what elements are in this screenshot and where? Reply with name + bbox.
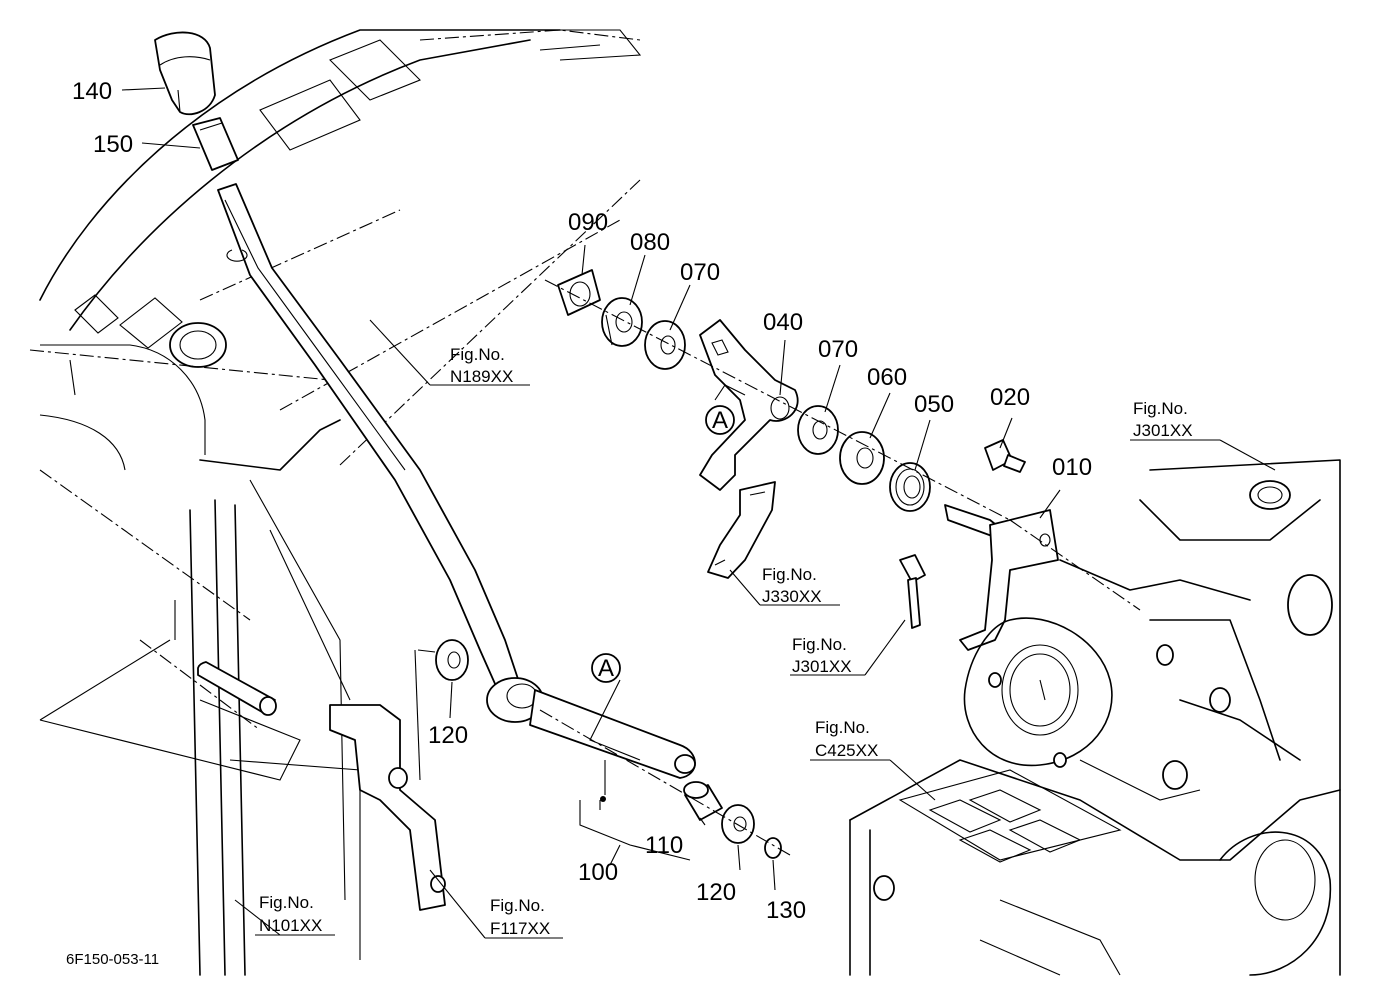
part-120-washer-upper (435, 639, 469, 681)
transmission-housing (963, 459, 1341, 976)
leader-lines (121, 87, 1276, 939)
part-110-bushing (683, 781, 723, 821)
fig-ref-j301-b: J301XX (792, 657, 852, 676)
exploded-axis-line (544, 279, 1011, 521)
part-010-plate (944, 504, 1059, 651)
label-140: 140 (72, 78, 112, 105)
label-090: 090 (568, 209, 608, 236)
callout-a-upper-text: A (712, 407, 728, 434)
boot-150 (192, 117, 239, 171)
fig-ref-j301-a-prefix: Fig.No. (1133, 399, 1188, 418)
label-100: 100 (578, 859, 618, 886)
part-090-nut (557, 269, 601, 316)
fig-ref-j301-b-prefix: Fig.No. (792, 635, 847, 654)
j330-link (707, 481, 776, 579)
diagram-id: 6F150-053-11 (66, 951, 159, 968)
label-120-lower: 120 (696, 879, 736, 906)
label-080: 080 (630, 229, 670, 256)
part-060-spacer (839, 431, 885, 485)
fig-ref-n189-prefix: Fig.No. (450, 345, 505, 364)
callout-a-lower-text: A (598, 655, 614, 682)
fig-ref-f117: F117XX (490, 919, 550, 938)
lower-case-c425 (849, 759, 1341, 976)
fig-ref-c425: C425XX (815, 741, 878, 760)
j301-bolt (899, 554, 926, 629)
lever-axis-line (539, 709, 791, 856)
fig-ref-j330-prefix: Fig.No. (762, 565, 817, 584)
label-070-a: 070 (680, 259, 720, 286)
label-150: 150 (93, 131, 133, 158)
fig-ref-n101: N101XX (259, 916, 322, 935)
callout-a-upper (705, 405, 735, 435)
assembly-100-dot (600, 796, 606, 802)
label-040: 040 (763, 309, 803, 336)
part-020-bolt (984, 439, 1026, 473)
fig-ref-j301-a: J301XX (1133, 421, 1193, 440)
fig-ref-f117-prefix: Fig.No. (490, 896, 545, 915)
label-050: 050 (914, 391, 954, 418)
label-060: 060 (867, 364, 907, 391)
label-110: 110 (645, 832, 683, 859)
part-080-collar (601, 297, 643, 347)
knob-140 (154, 31, 216, 116)
callout-a-lower (591, 653, 621, 683)
fig-ref-j330: J330XX (762, 587, 822, 606)
part-070-washer-a (644, 320, 686, 370)
shift-lever (217, 183, 696, 779)
exploded-axis-line-2 (1009, 519, 1141, 611)
part-120-washer-lower (721, 804, 755, 844)
fig-ref-n189: N189XX (450, 367, 513, 386)
label-070-b: 070 (818, 336, 858, 363)
label-120-upper: 120 (428, 722, 468, 749)
fig-ref-c425-prefix: Fig.No. (815, 718, 870, 737)
frame-posts (39, 479, 361, 976)
part-050-spring (889, 462, 931, 512)
part-040-arm (699, 319, 799, 491)
lower-bracket (329, 704, 446, 911)
label-010: 010 (1052, 454, 1092, 481)
part-130-clip (764, 837, 782, 859)
part-070-washer-b (797, 405, 839, 455)
label-020: 020 (990, 384, 1030, 411)
fig-ref-n101-prefix: Fig.No. (259, 893, 314, 912)
fender-housing-outline (29, 29, 642, 621)
label-130: 130 (766, 897, 806, 924)
